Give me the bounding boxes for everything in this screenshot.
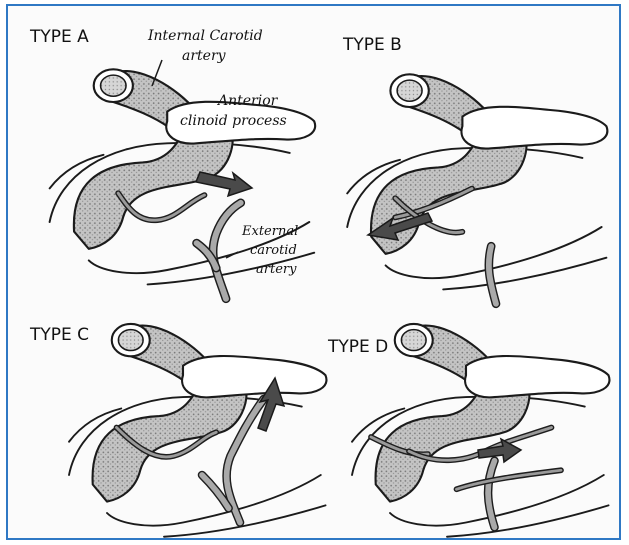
panel-type-d: TYPE D [327,324,609,537]
anatomy-d [352,324,609,537]
label-acp-1: Anterior [216,93,279,109]
label-acp-2: clinoid process [180,113,287,129]
label-eca-3: artery [256,262,297,277]
label-eca-1: External [241,224,298,239]
panel-type-a: TYPE A Internal Carotid artery Anterior … [29,27,315,299]
panel-title-b: TYPE B [342,35,402,55]
label-eca-2: carotid [250,243,297,258]
anatomy-c [69,324,326,537]
panel-title-a: TYPE A [29,27,89,47]
panel-title-d: TYPE D [327,337,388,357]
label-ica-1: Internal Carotid [147,28,263,44]
panel-type-b: TYPE B [342,35,607,304]
label-ica-2: artery [182,48,227,64]
panel-type-c: TYPE C [29,324,326,537]
anatomy-b [347,74,607,303]
panel-title-c: TYPE C [29,325,89,345]
